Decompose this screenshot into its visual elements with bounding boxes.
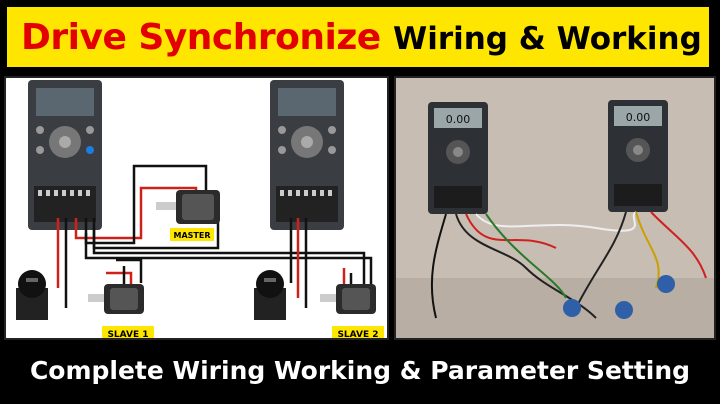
master-label: MASTER bbox=[174, 231, 211, 240]
master-label-bg bbox=[170, 228, 214, 241]
master-potentiometer bbox=[156, 190, 220, 224]
slave1-label: SLAVE 1 bbox=[107, 330, 148, 340]
photo-pot-2 bbox=[615, 301, 633, 319]
wiring-diagram-panel: MASTER SLAVE 1 SLAVE 2 bbox=[4, 76, 389, 340]
photo-pot-3 bbox=[657, 275, 675, 293]
photo-panel: 0.00 0.00 bbox=[394, 76, 716, 340]
photo-wires bbox=[430, 211, 707, 319]
title-rest: Wiring & Working bbox=[393, 21, 702, 57]
footer-banner: Complete Wiring Working & Parameter Sett… bbox=[0, 346, 720, 404]
photo-drive-1-display: 0.00 bbox=[446, 113, 471, 126]
photo-drive-2-display: 0.00 bbox=[626, 111, 651, 124]
wiring-photo: 0.00 0.00 bbox=[396, 78, 714, 338]
drive-1 bbox=[28, 80, 102, 230]
slave1-label-bg bbox=[102, 326, 154, 338]
slave2-label-bg bbox=[332, 326, 384, 338]
title-highlight: Drive Synchronize bbox=[21, 17, 381, 58]
photo-pot-1 bbox=[563, 299, 581, 317]
slave2-selector-switch bbox=[254, 270, 286, 320]
photo-drive-2: 0.00 bbox=[608, 100, 668, 212]
slave2-potentiometer bbox=[320, 284, 376, 314]
photo-drive-1: 0.00 bbox=[428, 102, 488, 214]
title-banner: Drive Synchronize Wiring & Working bbox=[4, 4, 712, 70]
drive-2 bbox=[270, 80, 344, 230]
slave1-potentiometer bbox=[88, 284, 144, 314]
wiring-diagram: MASTER SLAVE 1 SLAVE 2 bbox=[16, 80, 384, 340]
footer-caption: Complete Wiring Working & Parameter Sett… bbox=[29, 356, 691, 385]
slave1-selector-switch bbox=[16, 270, 48, 320]
slave2-label: SLAVE 2 bbox=[337, 330, 378, 340]
